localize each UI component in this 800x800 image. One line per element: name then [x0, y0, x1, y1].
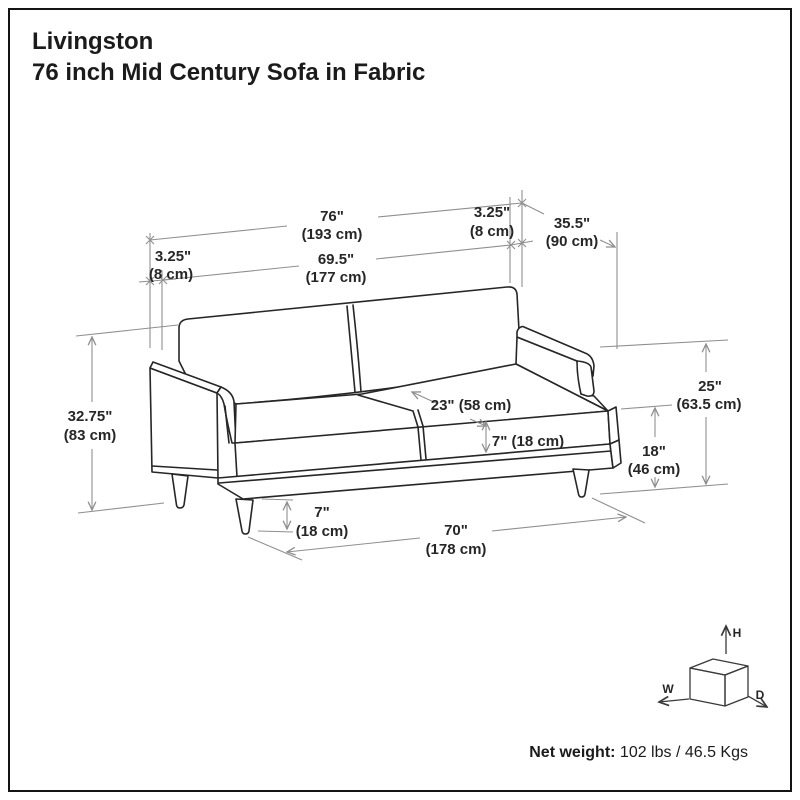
overall-width-cm: (193 cm)	[302, 226, 363, 243]
dimension-cushion-thickness: 7" (18 cm)	[486, 422, 564, 452]
sofa-seat-cushion-seam	[357, 394, 427, 461]
net-weight: Net weight: 102 lbs / 46.5 Kgs	[529, 744, 748, 762]
arm-left-cm: (8 cm)	[149, 266, 193, 283]
leg-height-cm: (18 cm)	[296, 523, 349, 540]
extension-lines	[75, 324, 179, 514]
dimension-line-right	[491, 517, 626, 532]
dimension-axes-icon: H W D	[659, 626, 767, 707]
sofa-base-front	[217, 443, 614, 500]
sofa-left-arm-crease	[224, 405, 230, 444]
extension-lines	[149, 190, 523, 350]
dimension-line	[138, 278, 177, 283]
overall-height-cm: (83 cm)	[64, 427, 117, 444]
dimension-overall-width: 76" (193 cm)	[145, 190, 527, 350]
width-axis-arrow	[659, 699, 690, 702]
extension-lines	[257, 498, 294, 533]
dimension-line-back	[412, 392, 437, 404]
leg-height-in: 7"	[314, 504, 329, 521]
axis-w-label: W	[662, 682, 674, 696]
arm-right-in: 3.25"	[474, 204, 510, 221]
sofa-base-groove	[218, 450, 612, 484]
dimension-seat-depth: 23" (58 cm)	[412, 392, 511, 426]
product-description: 76 inch Mid Century Sofa in Fabric	[32, 59, 426, 86]
dimension-overall-height: 32.75" (83 cm)	[64, 324, 179, 514]
cushion-thickness-label: 7" (18 cm)	[492, 433, 564, 450]
overall-width-in: 76"	[320, 208, 344, 225]
sofa-leg-front-right	[572, 468, 590, 498]
sofa-right-arm-front	[576, 360, 595, 397]
extension-lines	[599, 339, 729, 495]
dimension-line-right	[599, 239, 615, 247]
cube-front-face	[689, 667, 726, 707]
arm-right-cm: (8 cm)	[470, 223, 514, 240]
arm-height-cm: (63.5 cm)	[676, 396, 741, 413]
sofa-right-base-sliver	[609, 439, 622, 469]
dimension-line	[162, 244, 512, 281]
seat-depth-label: 23" (58 cm)	[431, 397, 512, 414]
dimension-arm-left: 3.25" (8 cm)	[138, 248, 193, 286]
dimension-base-width: 70" (178 cm)	[247, 497, 646, 561]
base-width-cm: (178 cm)	[426, 541, 487, 558]
depth-in: 35.5"	[554, 215, 590, 232]
product-name: Livingston	[32, 28, 154, 55]
axis-h-label: H	[733, 626, 742, 640]
extension-lines	[247, 497, 646, 561]
tick-marks	[145, 276, 155, 286]
dimension-arm-height: 25" (63.5 cm)	[599, 339, 742, 495]
sofa-back-cushion-seam	[346, 304, 362, 393]
cube-top-face	[689, 658, 749, 676]
axis-d-label: D	[756, 688, 765, 702]
net-weight-label: Net weight:	[529, 744, 616, 761]
dimension-line-left	[521, 202, 545, 215]
sofa-drawing	[149, 286, 622, 535]
sofa-leg-front-left	[235, 498, 254, 535]
overall-height-in: 32.75"	[68, 408, 113, 425]
sofa-leg-left-side	[171, 473, 189, 509]
sofa-left-base-rail	[151, 465, 218, 471]
inner-width-cm: (177 cm)	[306, 269, 367, 286]
dimension-line	[149, 202, 523, 241]
depth-axis-arrow	[747, 695, 767, 707]
tick-marks	[517, 238, 527, 248]
extension-line	[620, 404, 673, 410]
dimension-seat-height: 18" (46 cm)	[620, 404, 681, 487]
dimension-arm-right: 3.25" (8 cm)	[470, 204, 534, 248]
arm-left-in: 3.25"	[155, 248, 191, 265]
seat-height-cm: (46 cm)	[628, 461, 681, 478]
dimension-depth: 35.5" (90 cm)	[521, 202, 618, 349]
arm-height-in: 25"	[698, 378, 722, 395]
depth-cm: (90 cm)	[546, 233, 599, 250]
sofa-right-side-sliver	[607, 406, 620, 445]
cube-right-face	[724, 665, 749, 707]
dimension-line-left	[287, 537, 421, 552]
dimension-leg-height: 7" (18 cm)	[257, 498, 349, 540]
seat-height-in: 18"	[642, 443, 666, 460]
tick-marks	[145, 198, 527, 245]
inner-width-in: 69.5"	[318, 251, 354, 268]
base-width-in: 70"	[444, 522, 468, 539]
net-weight-value: 102 lbs / 46.5 Kgs	[615, 744, 748, 761]
dimension-inner-width: 69.5" (177 cm)	[158, 240, 516, 286]
page-title: Livingston 76 inch Mid Century Sofa in F…	[32, 26, 425, 88]
